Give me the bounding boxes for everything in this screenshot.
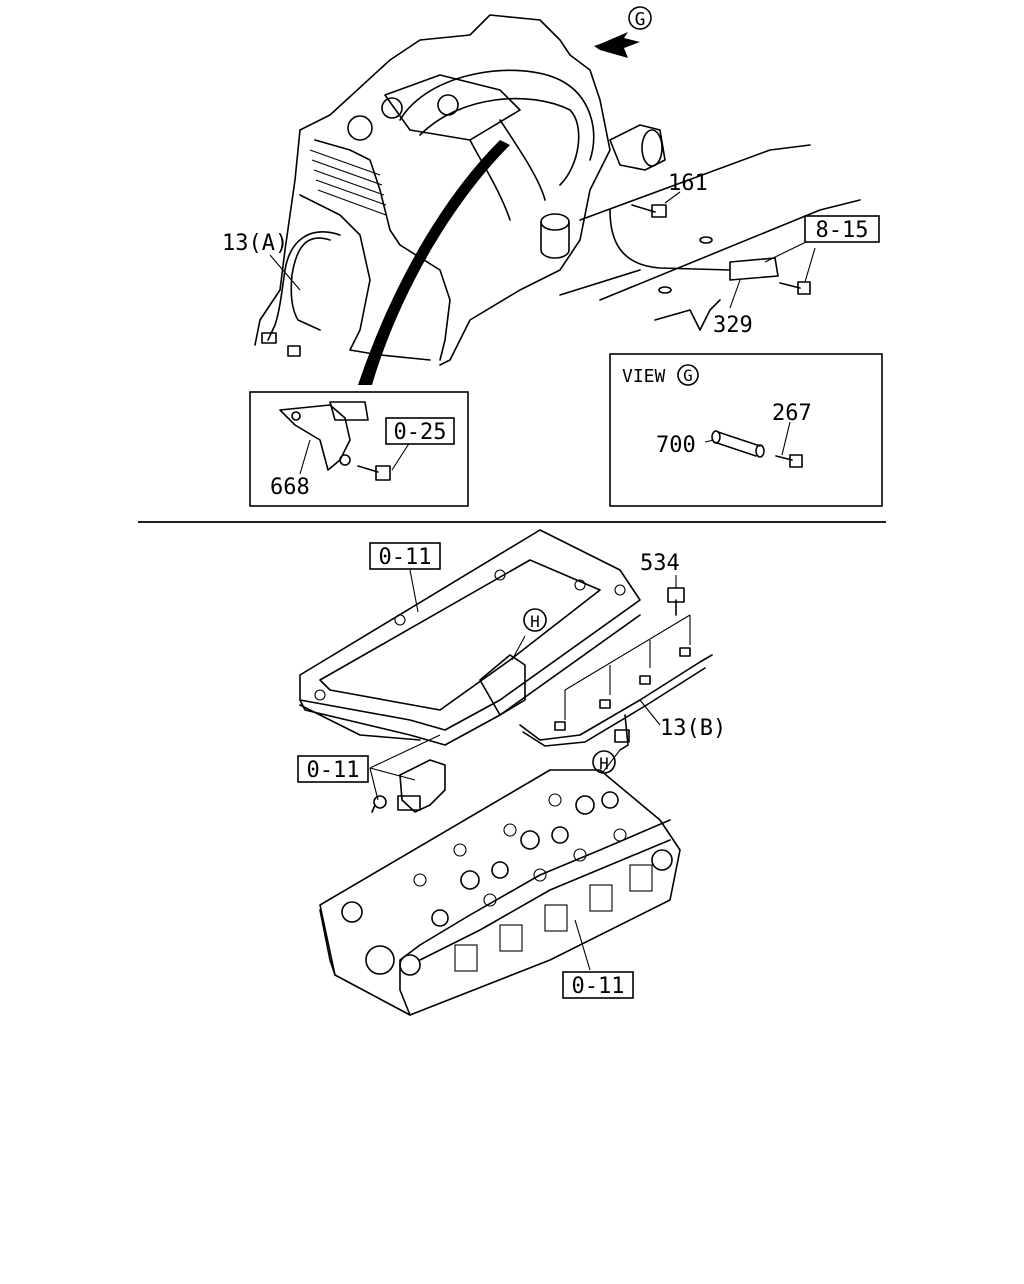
svg-text:0-11: 0-11 [379, 545, 432, 570]
ref-0-11-top-box: 0-11 [369, 542, 441, 570]
part-668-label: 668 [270, 475, 310, 500]
view-g-arrow [594, 32, 640, 58]
part-700-label: 700 [656, 433, 696, 458]
bracket-detail-inset: 0-25 668 [249, 391, 469, 507]
svg-text:0-11: 0-11 [572, 974, 625, 999]
leader-lines-top [269, 191, 816, 309]
part-534-label: 534 [640, 551, 680, 576]
part-13a-label: 13(A) [222, 231, 288, 256]
view-g-marker: G [683, 366, 693, 385]
ref-0-11-bottom-box: 0-11 [562, 971, 634, 999]
ref-0-25-box: 0-25 [385, 417, 455, 445]
part-267-label: 267 [772, 401, 812, 426]
svg-text:8-15: 8-15 [816, 218, 869, 243]
leader-lines-bottom [369, 569, 677, 971]
part-13b-label: 13(B) [660, 716, 726, 741]
view-g-inset: VIEW G 267 700 [609, 353, 883, 507]
cam-carrier-drawing [299, 529, 641, 746]
part-161-label: 161 [668, 171, 708, 196]
view-text: VIEW [622, 366, 666, 387]
svg-text:H: H [599, 754, 609, 773]
frame-rail-drawing [559, 144, 861, 331]
cylinder-head-drawing [319, 769, 681, 1016]
g-marker: G [628, 6, 652, 30]
part-329-label: 329 [713, 313, 753, 338]
front-bracket-drawing [371, 759, 446, 813]
svg-text:0-11: 0-11 [307, 758, 360, 783]
h-marker-top: H [523, 608, 547, 632]
svg-text:0-25: 0-25 [394, 420, 447, 445]
engine-assembly-drawing [254, 14, 666, 385]
h-marker-bottom: H [592, 750, 616, 774]
svg-text:H: H [530, 612, 540, 631]
svg-text:G: G [635, 9, 646, 30]
ref-0-11-left-box: 0-11 [297, 755, 369, 783]
ref-8-15-box: 8-15 [804, 215, 880, 243]
